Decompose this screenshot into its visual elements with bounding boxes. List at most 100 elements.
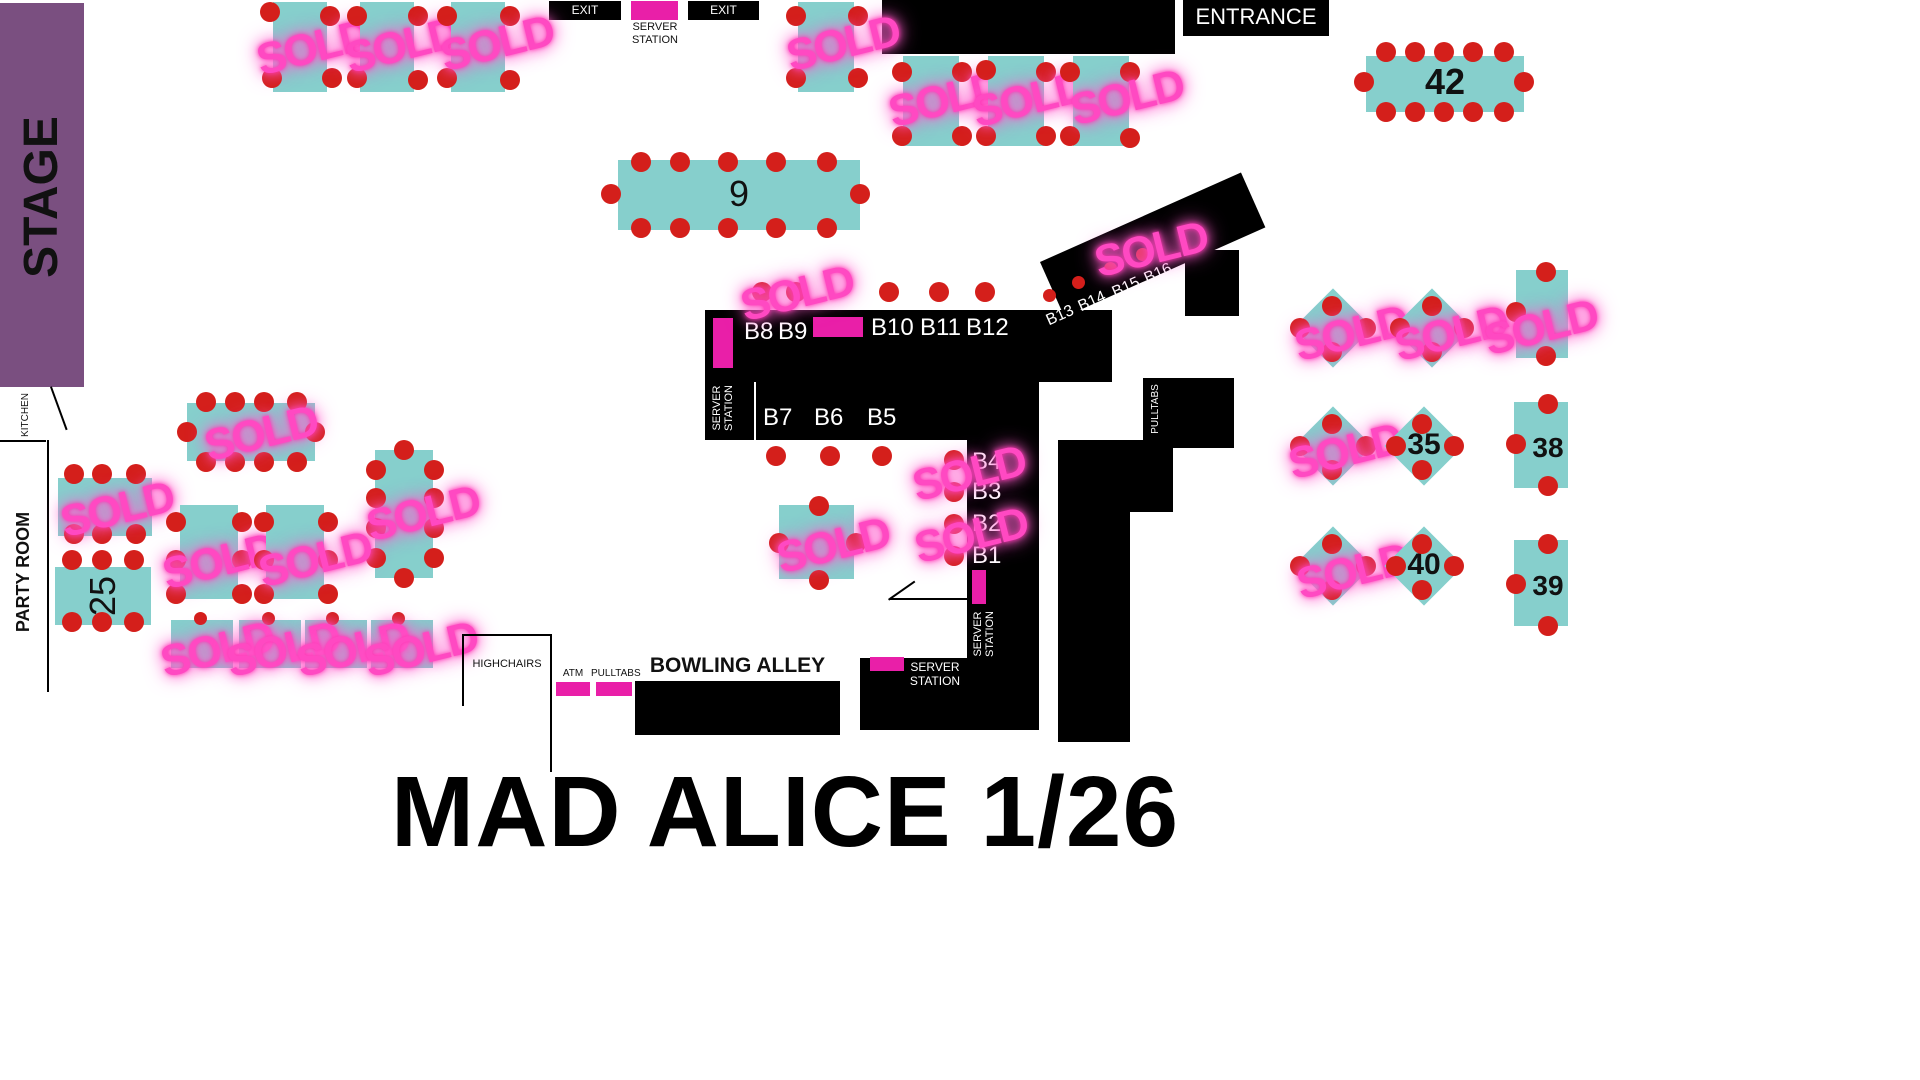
seat[interactable]: [1538, 394, 1558, 414]
seat[interactable]: [631, 152, 651, 172]
seat[interactable]: [92, 464, 112, 484]
seat[interactable]: [766, 218, 786, 238]
atm[interactable]: [556, 682, 590, 696]
seat[interactable]: [347, 68, 367, 88]
seat[interactable]: [64, 524, 84, 544]
seat[interactable]: [944, 450, 964, 470]
seat[interactable]: [1290, 318, 1310, 338]
table-left-4[interactable]: [180, 505, 238, 599]
seat[interactable]: [366, 460, 386, 480]
seat[interactable]: [166, 550, 186, 570]
seat[interactable]: [262, 612, 275, 625]
seat[interactable]: [347, 6, 367, 26]
seat[interactable]: [929, 282, 949, 302]
seat[interactable]: [766, 152, 786, 172]
table-top-4[interactable]: [798, 2, 854, 92]
seat[interactable]: [1454, 318, 1474, 338]
seat[interactable]: [1376, 102, 1396, 122]
seat[interactable]: [879, 282, 899, 302]
table-top-2[interactable]: [360, 2, 414, 92]
seat[interactable]: [976, 126, 996, 146]
bar-seat-b5[interactable]: B5: [867, 404, 897, 431]
seat[interactable]: [64, 464, 84, 484]
seat[interactable]: [809, 570, 829, 590]
seat[interactable]: [1290, 436, 1310, 456]
bar-seat-b9[interactable]: B9: [778, 318, 808, 345]
seat[interactable]: [196, 452, 216, 472]
seat[interactable]: [437, 68, 457, 88]
bar-seat-b11[interactable]: B11: [920, 314, 961, 341]
table-9[interactable]: [618, 160, 860, 230]
seat[interactable]: [1060, 126, 1080, 146]
seat[interactable]: [892, 62, 912, 82]
seat[interactable]: [254, 512, 274, 532]
seat[interactable]: [952, 62, 972, 82]
seat[interactable]: [322, 68, 342, 88]
seat[interactable]: [92, 550, 112, 570]
seat[interactable]: [1494, 42, 1514, 62]
seat[interactable]: [809, 496, 829, 516]
seat[interactable]: [394, 440, 414, 460]
seat[interactable]: [424, 518, 444, 538]
seat[interactable]: [817, 218, 837, 238]
seat[interactable]: [1538, 616, 1558, 636]
seat[interactable]: [670, 218, 690, 238]
seat[interactable]: [944, 514, 964, 534]
bar-seat-b2[interactable]: B2: [972, 510, 1002, 537]
seat[interactable]: [892, 126, 912, 146]
table-top-5[interactable]: [903, 56, 959, 146]
seat[interactable]: [366, 488, 386, 508]
seat[interactable]: [305, 422, 325, 442]
seat[interactable]: [1322, 534, 1342, 554]
seat[interactable]: [194, 612, 207, 625]
seat[interactable]: [1322, 296, 1342, 316]
seat[interactable]: [1506, 302, 1526, 322]
seat[interactable]: [225, 452, 245, 472]
seat[interactable]: [752, 282, 772, 302]
seat[interactable]: [670, 152, 690, 172]
pulltabs[interactable]: [596, 682, 632, 696]
seat[interactable]: [124, 612, 144, 632]
seat[interactable]: [846, 533, 866, 553]
seat[interactable]: [1494, 102, 1514, 122]
seat[interactable]: [975, 282, 995, 302]
seat[interactable]: [1422, 342, 1442, 362]
seat[interactable]: [1390, 318, 1410, 338]
seat[interactable]: [500, 70, 520, 90]
seat[interactable]: [166, 584, 186, 604]
table-top-1[interactable]: [273, 2, 327, 92]
seat[interactable]: [601, 184, 621, 204]
seat[interactable]: [62, 550, 82, 570]
seat[interactable]: [318, 512, 338, 532]
seat[interactable]: [1290, 556, 1310, 576]
seat[interactable]: [1104, 262, 1117, 275]
table-top-3[interactable]: [451, 2, 505, 92]
seat[interactable]: [1043, 289, 1056, 302]
seat[interactable]: [1120, 62, 1140, 82]
seat[interactable]: [1322, 580, 1342, 600]
seat[interactable]: [408, 6, 428, 26]
seat[interactable]: [260, 2, 280, 22]
seat[interactable]: [1536, 346, 1556, 366]
seat[interactable]: [817, 152, 837, 172]
bar-seat-b1[interactable]: B1: [972, 542, 1002, 569]
seat[interactable]: [1506, 574, 1526, 594]
seat[interactable]: [1386, 436, 1406, 456]
seat[interactable]: [177, 422, 197, 442]
seat[interactable]: [1463, 102, 1483, 122]
seat[interactable]: [1405, 42, 1425, 62]
seat[interactable]: [424, 460, 444, 480]
seat[interactable]: [718, 218, 738, 238]
seat[interactable]: [1514, 72, 1534, 92]
seat[interactable]: [1120, 128, 1140, 148]
seat[interactable]: [1412, 580, 1432, 600]
seat[interactable]: [766, 446, 786, 466]
seat[interactable]: [437, 6, 457, 26]
seat[interactable]: [232, 584, 252, 604]
seat[interactable]: [287, 452, 307, 472]
seat[interactable]: [850, 184, 870, 204]
seat[interactable]: [394, 568, 414, 588]
seat[interactable]: [1356, 436, 1376, 456]
seat[interactable]: [1322, 414, 1342, 434]
seat[interactable]: [318, 550, 338, 570]
